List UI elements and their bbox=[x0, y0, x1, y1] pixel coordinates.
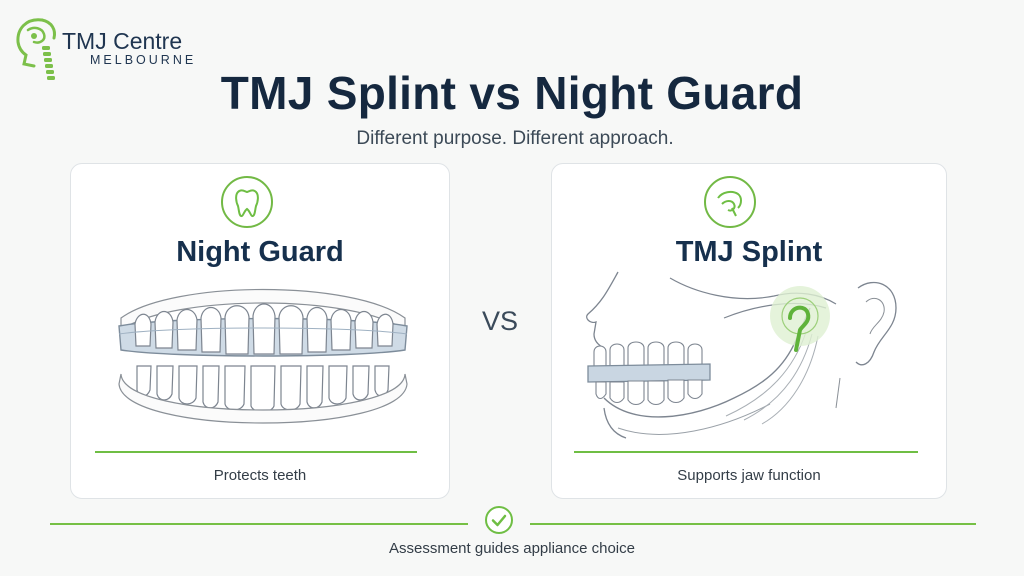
footer-note: Assessment guides appliance choice bbox=[389, 540, 635, 557]
jaw-joint-badge bbox=[704, 176, 756, 228]
tmj-splint-title: TMJ Splint bbox=[675, 236, 823, 268]
page-title: TMJ Splint vs Night Guard bbox=[220, 67, 804, 119]
brand-logo: TMJ Centre MELBOURNE bbox=[12, 16, 212, 86]
night-guard-title: Night Guard bbox=[176, 236, 344, 268]
page-subtitle: Different purpose. Different approach. bbox=[356, 128, 674, 149]
tooth-icon bbox=[235, 189, 259, 218]
versus-label: VS bbox=[481, 306, 519, 336]
logo-name: TMJ Centre bbox=[62, 28, 183, 54]
tmj-splint-divider bbox=[574, 451, 918, 453]
head-spine-logo-icon bbox=[16, 18, 56, 80]
tooth-badge bbox=[221, 176, 273, 228]
night-guard-divider bbox=[95, 451, 417, 453]
footer-line-left bbox=[50, 523, 468, 525]
night-guard-caption: Protects teeth bbox=[213, 467, 307, 484]
footer-line-right bbox=[530, 523, 976, 525]
tmj-splint-jaw-illustration bbox=[586, 271, 897, 439]
logo-location: MELBOURNE bbox=[90, 53, 197, 67]
night-guard-card: Night Guard bbox=[70, 163, 450, 499]
tmj-splint-caption: Supports jaw function bbox=[677, 467, 821, 484]
tmj-splint-card: TMJ Splint bbox=[551, 163, 947, 499]
jaw-joint-icon bbox=[717, 190, 742, 217]
night-guard-teeth-illustration bbox=[118, 288, 408, 424]
check-circle-icon bbox=[485, 506, 513, 534]
